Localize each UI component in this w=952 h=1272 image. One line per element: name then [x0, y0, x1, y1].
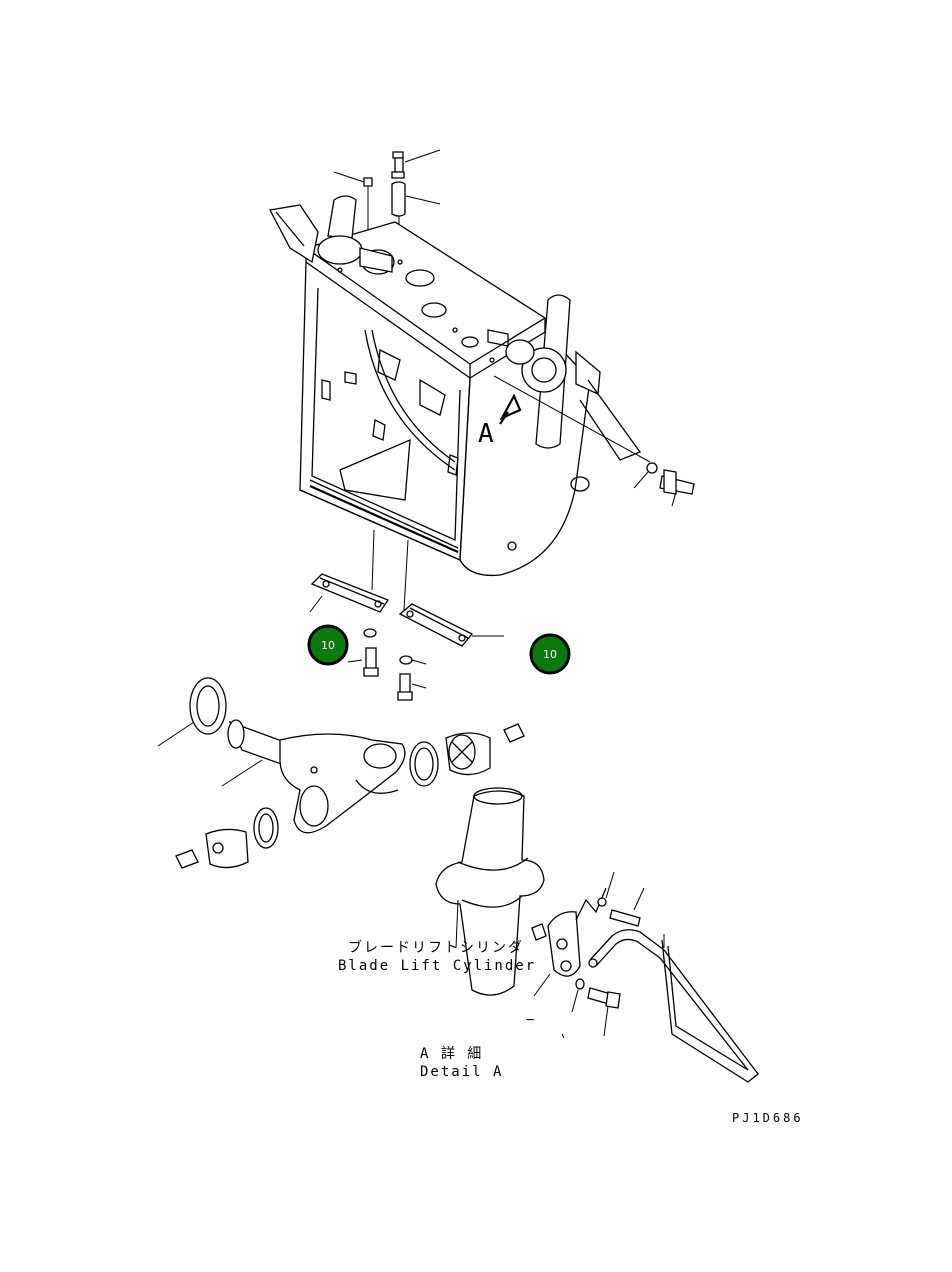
- blade-lift-cylinder: [435, 787, 545, 996]
- right-cylinder-mount: [487, 294, 651, 463]
- detail-label-en: Detail A: [420, 1064, 503, 1080]
- cylinder-label-en: Blade Lift Cylinder: [338, 958, 536, 974]
- callout-badge-right[interactable]: 10: [529, 633, 571, 675]
- pivot-yoke-assembly: [157, 677, 525, 869]
- cylinder-label-jp: ブレードリフトシリンダ: [348, 939, 524, 956]
- detail-view-letter: A: [478, 419, 494, 449]
- dash-mark: −: [526, 1012, 536, 1028]
- callout-badge-left[interactable]: 10: [307, 624, 349, 666]
- left-cylinder-mount: [269, 195, 395, 275]
- callout-number: 10: [321, 639, 335, 652]
- detail-label-jp: A 詳 細: [420, 1046, 483, 1062]
- detail-a-hardware: [531, 871, 759, 1083]
- callout-number: 10: [543, 648, 557, 661]
- wear-plates: [309, 529, 504, 701]
- callout-circle: [307, 624, 349, 666]
- side-bolt: [633, 462, 695, 507]
- callout-circle: [529, 633, 571, 675]
- drawing-code: PJ1D686: [732, 1111, 804, 1125]
